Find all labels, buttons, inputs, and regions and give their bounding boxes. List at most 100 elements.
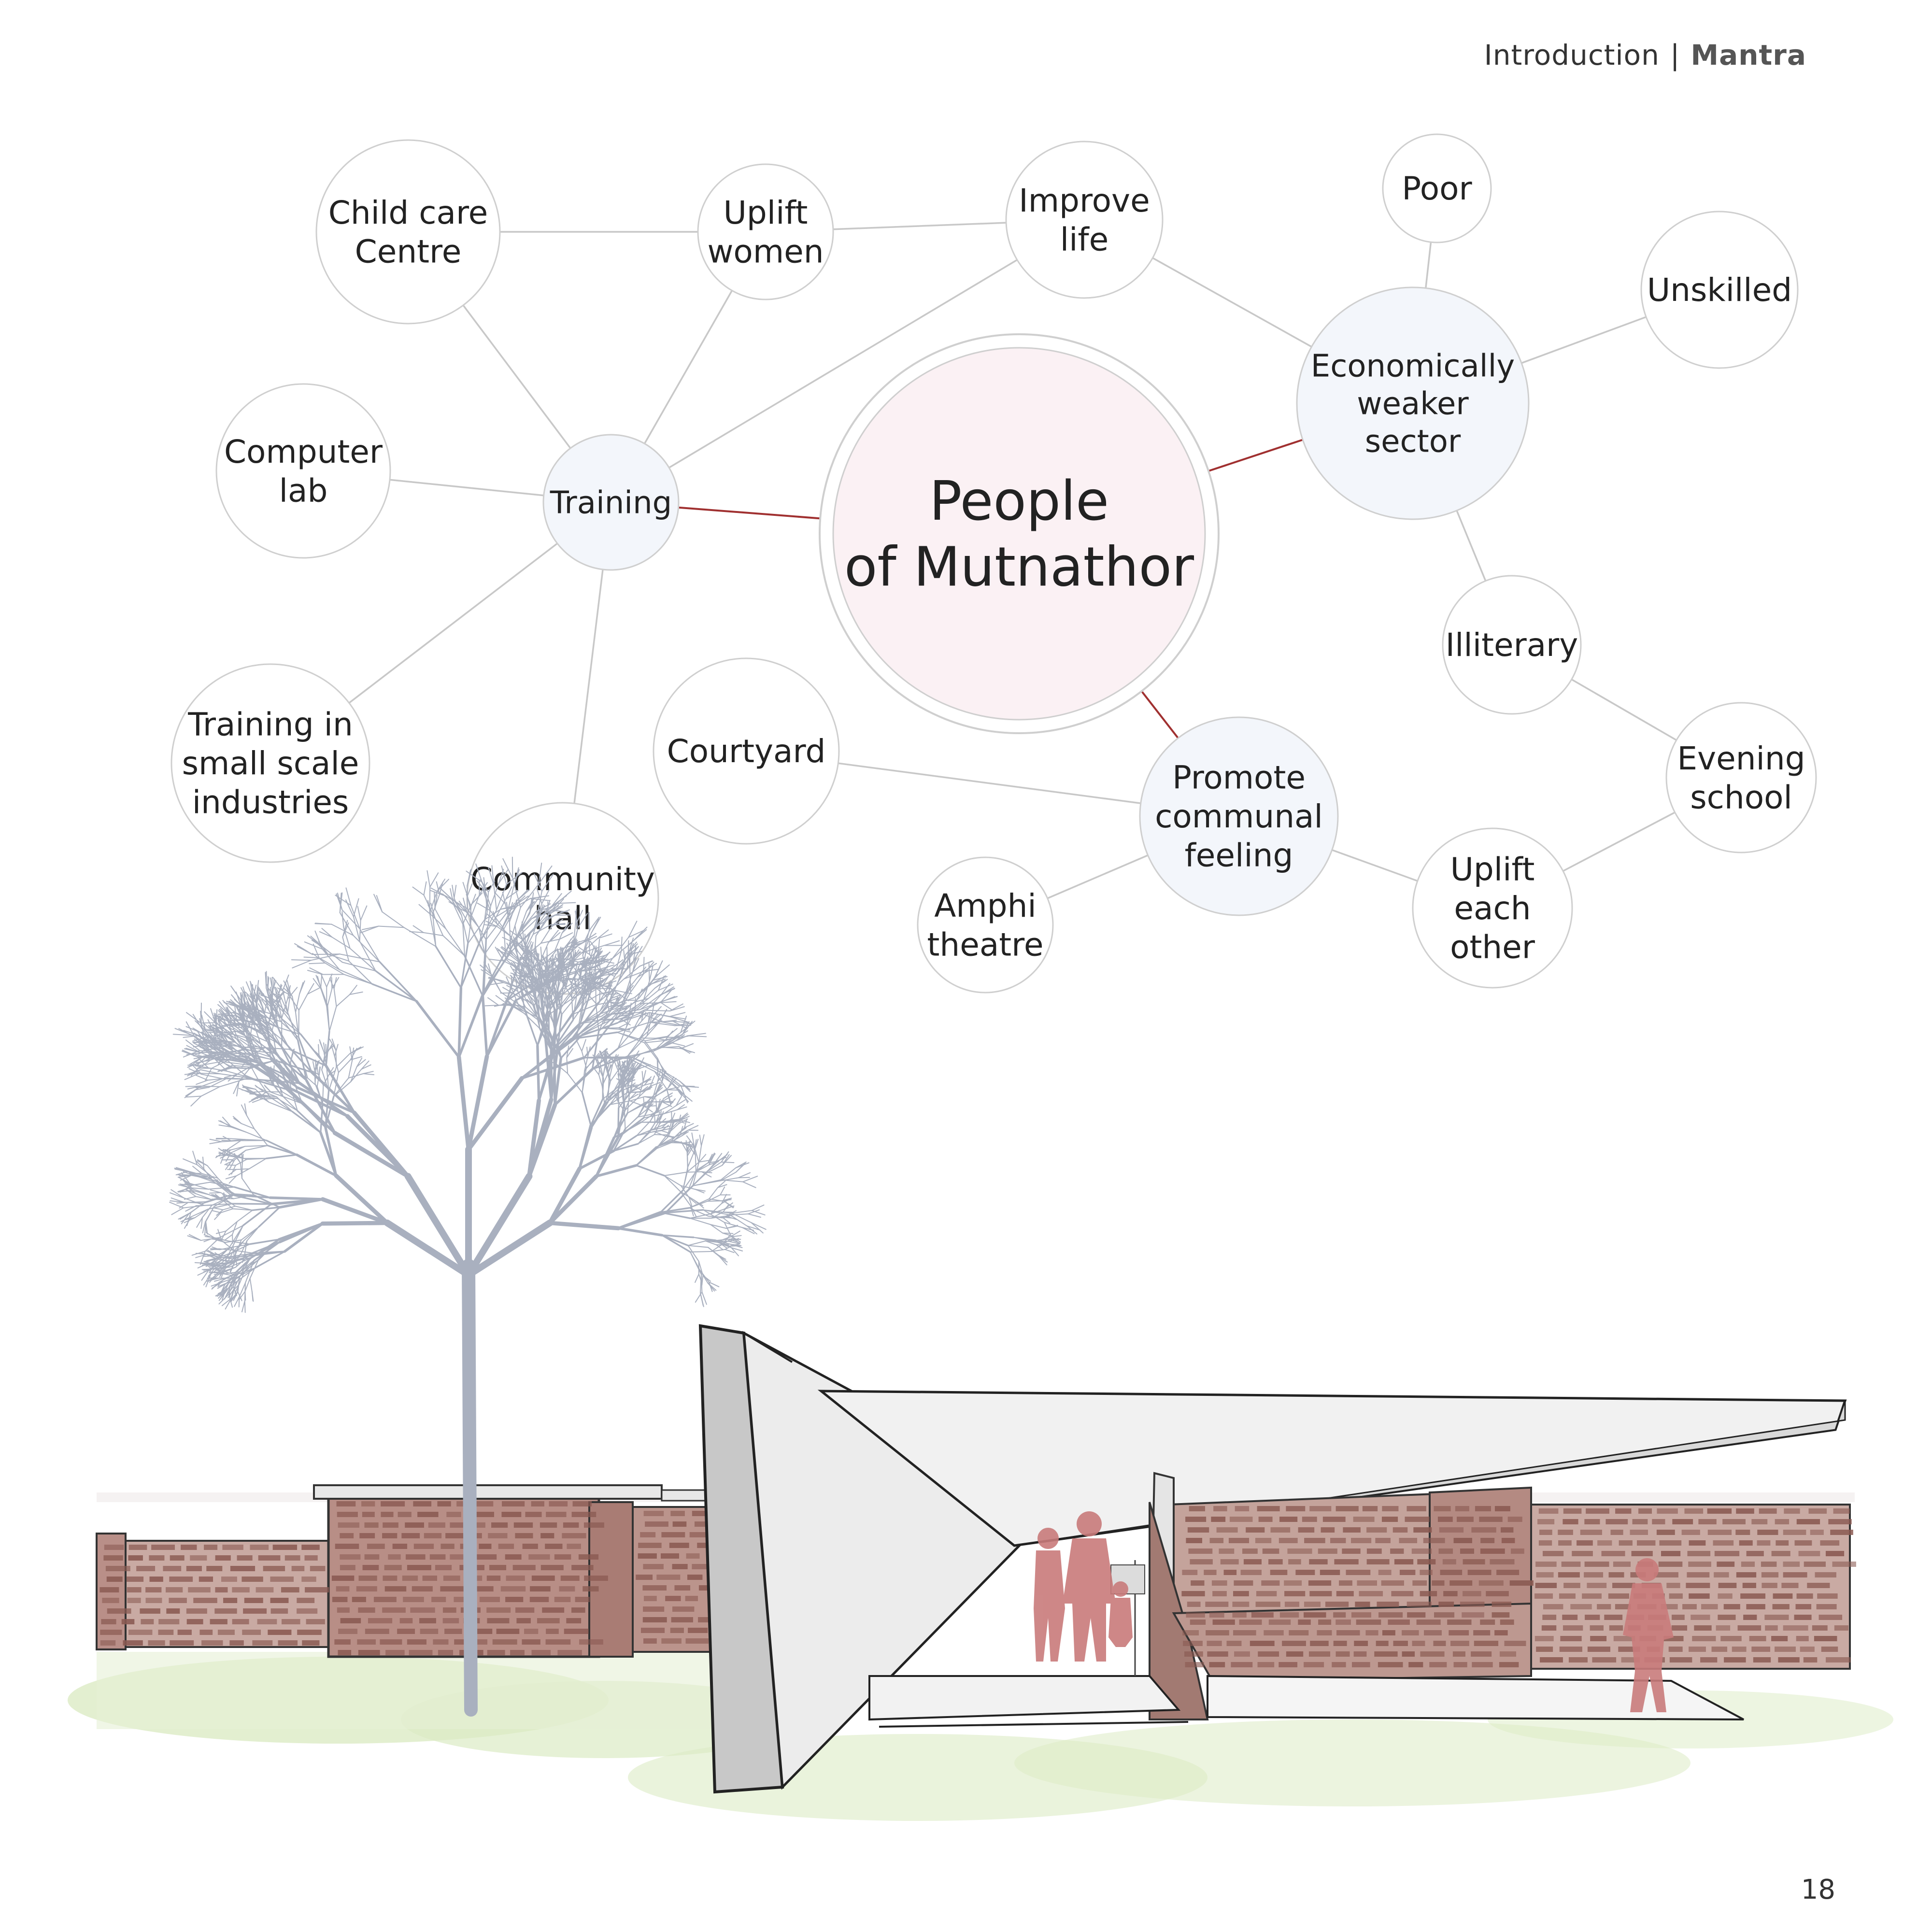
brick (1268, 1619, 1291, 1625)
tree-branch (185, 1048, 202, 1053)
tree-branch (460, 942, 469, 989)
brick (1687, 1551, 1711, 1556)
tree-branch (665, 1119, 673, 1125)
tree-branch (256, 988, 259, 1004)
tree-branch (643, 957, 645, 975)
brick (1496, 1570, 1520, 1575)
tree-branch (639, 977, 655, 998)
tree-branch (244, 1048, 271, 1058)
tree-branch (560, 1033, 583, 1059)
brick (579, 1639, 603, 1645)
brick (1211, 1517, 1226, 1522)
tree-branch (264, 1047, 291, 1050)
tree-branch (658, 983, 673, 991)
brick (1442, 1559, 1456, 1564)
tree-branch (470, 894, 476, 907)
tree-branch (661, 1095, 673, 1103)
node-circle (215, 383, 391, 559)
tree-branch (185, 1086, 200, 1096)
tree-branch (625, 1116, 639, 1130)
tree-branch (205, 1253, 216, 1259)
tree-branch (336, 893, 343, 910)
tree-branch (233, 1273, 238, 1287)
brick (336, 1586, 350, 1591)
brick (656, 1575, 681, 1580)
tree-branch (205, 1067, 213, 1081)
tree-branch (217, 1229, 222, 1241)
brick (301, 1577, 316, 1582)
brick (302, 1640, 320, 1646)
tree-branch (598, 1074, 603, 1087)
brick (419, 1618, 436, 1623)
tree-branch (412, 886, 425, 896)
tree-branch (356, 1057, 363, 1067)
tree-branch (730, 1236, 739, 1244)
tree-branch (204, 1203, 233, 1206)
brick (1261, 1580, 1280, 1586)
tree-branch (620, 1083, 625, 1106)
node-circle (697, 163, 834, 300)
tree-branch (375, 970, 417, 1002)
tree-branch (651, 1003, 654, 1018)
tree-branch (676, 1104, 685, 1110)
tree-branch (222, 1032, 233, 1051)
tree-branch (609, 1064, 613, 1080)
brick (1406, 1602, 1432, 1607)
node-label-line: life (1060, 221, 1109, 258)
tree-branch (361, 1064, 371, 1070)
brick (166, 1587, 183, 1592)
brick (385, 1650, 405, 1655)
tree-branch (294, 943, 313, 955)
tree-branch (352, 1047, 355, 1061)
brick (1608, 1572, 1624, 1577)
tree-branch (221, 1139, 232, 1141)
brick (1828, 1519, 1852, 1524)
tree-branch (213, 1181, 235, 1196)
tree-branch (320, 1197, 390, 1225)
tree-branch (571, 984, 584, 1000)
tree-branch (185, 1095, 202, 1098)
tree-branch (526, 899, 534, 912)
brick (562, 1533, 586, 1538)
brick (1284, 1580, 1302, 1586)
brick (1181, 1591, 1205, 1596)
tree-branch (542, 988, 556, 1012)
tree-branch (729, 1214, 748, 1227)
node-label-line: Promote (1172, 759, 1306, 796)
tree-branch (534, 873, 542, 892)
tree-branch (693, 1236, 716, 1241)
tree-branch (641, 1071, 644, 1082)
tree-branch (322, 948, 340, 970)
tree-branch (196, 1060, 211, 1064)
tree-branch (678, 1114, 682, 1124)
brick (381, 1501, 405, 1506)
tree-branch (556, 902, 576, 904)
tree-branch (547, 1221, 621, 1231)
tree-branch (720, 1171, 737, 1181)
brick (1289, 1630, 1309, 1635)
node-circle (1005, 141, 1164, 299)
tree-branch (604, 1092, 618, 1105)
tree-branch (230, 1146, 246, 1151)
tree-branch (653, 1039, 667, 1052)
brick (1480, 1538, 1495, 1543)
brick (584, 1576, 608, 1581)
tree-branch (230, 985, 242, 1001)
brick (358, 1607, 375, 1613)
tree-branch (221, 1266, 236, 1273)
tree-branch (718, 1254, 727, 1262)
brick (1394, 1559, 1414, 1564)
brick (1336, 1630, 1360, 1635)
tree-branch (671, 1034, 685, 1044)
tree-branch (183, 1158, 198, 1165)
brick (340, 1618, 361, 1623)
tree-branch (487, 997, 499, 1006)
tree-branch (619, 1081, 628, 1093)
brick (1302, 1517, 1317, 1522)
tree-branch (227, 1138, 245, 1140)
tree-branch (580, 964, 583, 978)
tree-branch (453, 904, 464, 925)
tree-branch (363, 1073, 375, 1076)
brick (365, 1629, 389, 1634)
brick (1490, 1559, 1515, 1564)
